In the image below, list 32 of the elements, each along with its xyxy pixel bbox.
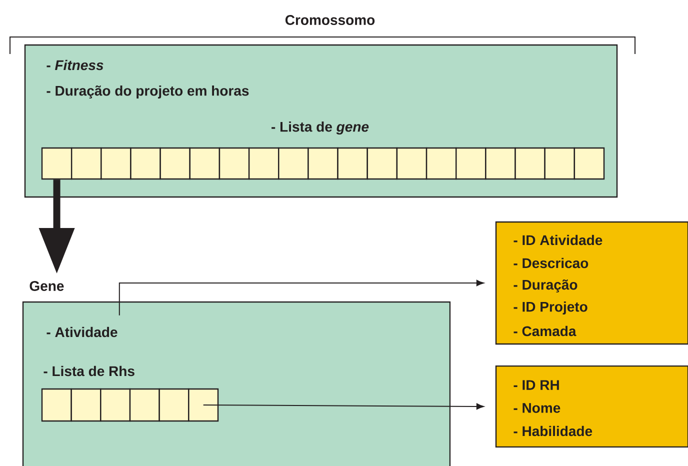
arrow xyxy=(202,403,484,410)
arrow xyxy=(118,280,484,316)
attribute-box: - ID RH - Nome - Habilidade xyxy=(495,365,688,448)
gene-cell xyxy=(456,147,486,180)
attribute-box: - ID Atividade - Descricao - Duração - ID Projeto - Camada xyxy=(495,221,688,345)
gene-cell xyxy=(248,147,280,180)
gene-cell xyxy=(426,147,457,180)
gene-cell xyxy=(100,388,131,422)
gene-cell xyxy=(158,388,190,422)
gene-cell xyxy=(366,147,398,180)
gene-cell xyxy=(160,147,190,180)
gene-cell xyxy=(188,388,219,422)
gene-cell xyxy=(70,388,102,422)
gene-cell xyxy=(278,147,309,180)
gene-cell xyxy=(218,147,250,180)
gene-cell xyxy=(70,147,102,180)
gene-cell xyxy=(485,147,516,180)
gene-cell xyxy=(396,147,428,180)
gene-cell xyxy=(100,147,132,180)
gene-cell xyxy=(189,147,220,180)
node-label: Cromossomo xyxy=(285,15,375,25)
gene-cell xyxy=(41,147,72,180)
gene-cell xyxy=(544,147,576,180)
gene-cell xyxy=(41,388,72,422)
gene-cell xyxy=(574,147,605,180)
gene-cell xyxy=(308,147,338,180)
gene-cell xyxy=(130,147,161,180)
gene-cell xyxy=(337,147,368,180)
gene-cell xyxy=(129,388,160,422)
node-label: Gene xyxy=(30,281,64,291)
gene-box: Gene - Atividade - Lista de Rhs xyxy=(22,281,451,466)
gene-cell xyxy=(514,147,546,180)
